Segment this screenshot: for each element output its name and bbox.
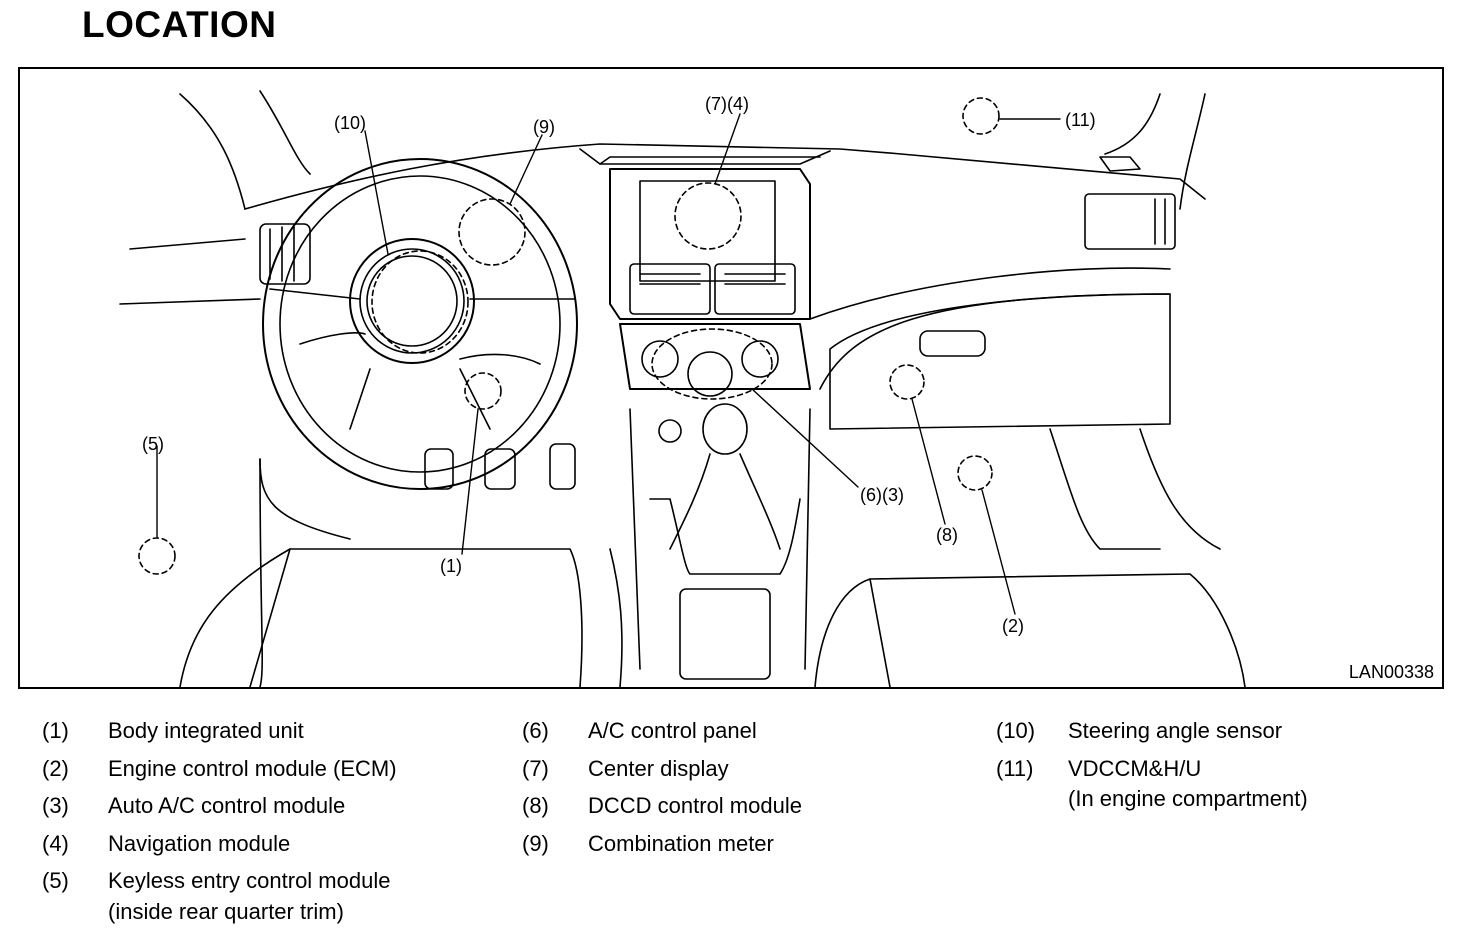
cup-holder <box>679 588 771 680</box>
location-circle-1 <box>464 372 502 410</box>
legend-item: (6)A/C control panel <box>522 718 757 743</box>
callout-2: (2) <box>1002 616 1024 636</box>
left-pillar <box>179 93 246 210</box>
legend-item: (2)Engine control module (ECM) <box>42 755 397 781</box>
pedal-clutch <box>424 448 454 490</box>
leader-6-3 <box>751 388 859 488</box>
legend-item: (11)VDCCM&H/U(In engine compartment) <box>996 755 1308 812</box>
callout-11: (11) <box>1065 110 1096 130</box>
right-seat <box>814 573 1246 687</box>
callout-7-4: (7)(4) <box>705 94 749 114</box>
center-vent-right <box>714 263 796 315</box>
legend-column-2: (6)A/C control panel (7)Center display (… <box>522 712 802 862</box>
location-circle-11 <box>962 97 1000 135</box>
callout-5: (5) <box>142 434 164 454</box>
location-diagram: (10) (9) (7)(4) (11) (5) (6)(3) (8) (1) … <box>18 67 1444 689</box>
leader-10 <box>364 130 389 255</box>
legend-item: (5)Keyless entry control module(inside r… <box>42 868 391 924</box>
shift-boot <box>649 498 801 575</box>
pedal-brake <box>484 448 516 490</box>
legend-item: (7)Center display <box>522 755 729 781</box>
location-circle-10 <box>371 250 469 354</box>
legend-item: (10)Steering angle sensor <box>996 718 1283 743</box>
ac-panel <box>619 323 811 390</box>
left-seat <box>179 548 583 687</box>
legend-item: (8)DCCD control module <box>522 793 802 818</box>
location-circle-7-4 <box>674 182 742 250</box>
center-display-screen <box>639 180 776 282</box>
leader-7-4 <box>714 113 741 185</box>
location-circle-6-3 <box>651 328 773 400</box>
dash-top <box>244 143 1206 210</box>
right-pillar <box>1104 93 1161 155</box>
location-circle-9 <box>458 198 526 266</box>
location-circle-8 <box>889 364 925 400</box>
callout-9: (9) <box>533 117 555 137</box>
pedal-accelerator <box>549 443 576 490</box>
callout-1: (1) <box>440 556 462 576</box>
leader-1 <box>461 408 479 555</box>
page-title: LOCATION <box>82 4 277 45</box>
callout-6-3: (6)(3) <box>860 485 904 505</box>
center-vent-left <box>629 263 711 315</box>
location-circle-2 <box>957 455 993 491</box>
legend-item: (1)Body integrated unit <box>42 718 304 743</box>
steering-wheel-outer <box>262 158 578 490</box>
callout-8: (8) <box>936 525 958 545</box>
glovebox <box>829 293 1171 430</box>
location-circle-5 <box>138 537 176 575</box>
left-vent <box>259 223 311 285</box>
dashboard-line-drawing: (10) (9) (7)(4) (11) (5) (6)(3) (8) (1) … <box>119 90 1246 687</box>
callout-10: (10) <box>334 113 366 133</box>
legend-item: (3)Auto A/C control module <box>42 793 346 818</box>
steering-hub <box>349 238 475 364</box>
legend-column-3: (10)Steering angle sensor (11)VDCCM&H/U(… <box>996 712 1308 818</box>
shift-knob <box>702 403 748 455</box>
legend-item: (9)Combination meter <box>522 830 774 856</box>
leader-9 <box>509 134 543 205</box>
legend-column-1: (1)Body integrated unit (2)Engine contro… <box>42 712 397 930</box>
right-vent <box>1084 193 1176 250</box>
leader-8 <box>911 398 946 525</box>
legend-item: (4)Navigation module <box>42 830 291 856</box>
leader-2 <box>981 489 1016 615</box>
figure-code: LAN00338 <box>1348 662 1434 682</box>
